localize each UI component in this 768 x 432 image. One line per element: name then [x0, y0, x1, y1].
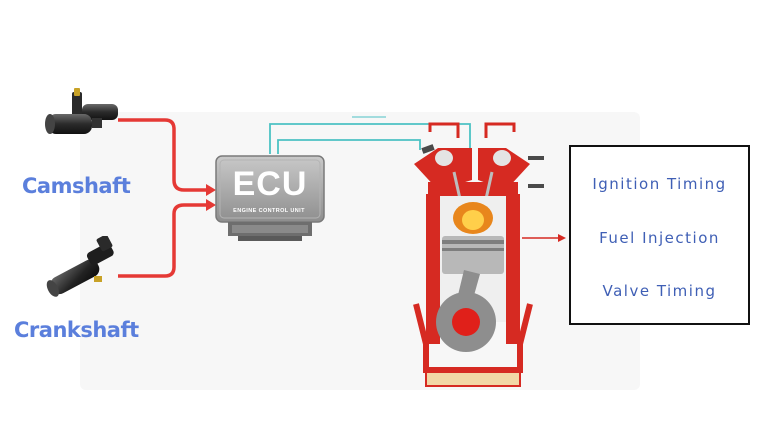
engine-cylinder-icon	[413, 122, 544, 387]
output-ignition-timing: Ignition Timing	[592, 175, 727, 193]
camshaft-signal-wire	[118, 118, 206, 192]
crankshaft-sensor-icon	[46, 236, 114, 297]
camshaft-label: Camshaft	[22, 174, 131, 198]
output-valve-timing: Valve Timing	[602, 282, 717, 300]
ecu-control-wire-2	[277, 139, 421, 154]
engine-output-arrowhead	[558, 234, 566, 242]
ecu-control-wire-1	[269, 123, 471, 154]
camshaft-arrowhead	[206, 184, 216, 196]
ecu-subtitle: ENGINE CONTROL UNIT	[233, 208, 305, 214]
output-fuel-injection: Fuel Injection	[599, 229, 720, 247]
camshaft-sensor-icon	[45, 88, 118, 134]
crankshaft-signal-wire	[118, 203, 206, 278]
ecu-module-icon	[215, 155, 325, 241]
ecu-outputs-box: Ignition Timing Fuel Injection Valve Tim…	[569, 145, 750, 325]
crankshaft-arrowhead	[206, 199, 216, 211]
crankshaft-label: Crankshaft	[14, 318, 139, 342]
ecu-title: ECU	[232, 165, 308, 203]
